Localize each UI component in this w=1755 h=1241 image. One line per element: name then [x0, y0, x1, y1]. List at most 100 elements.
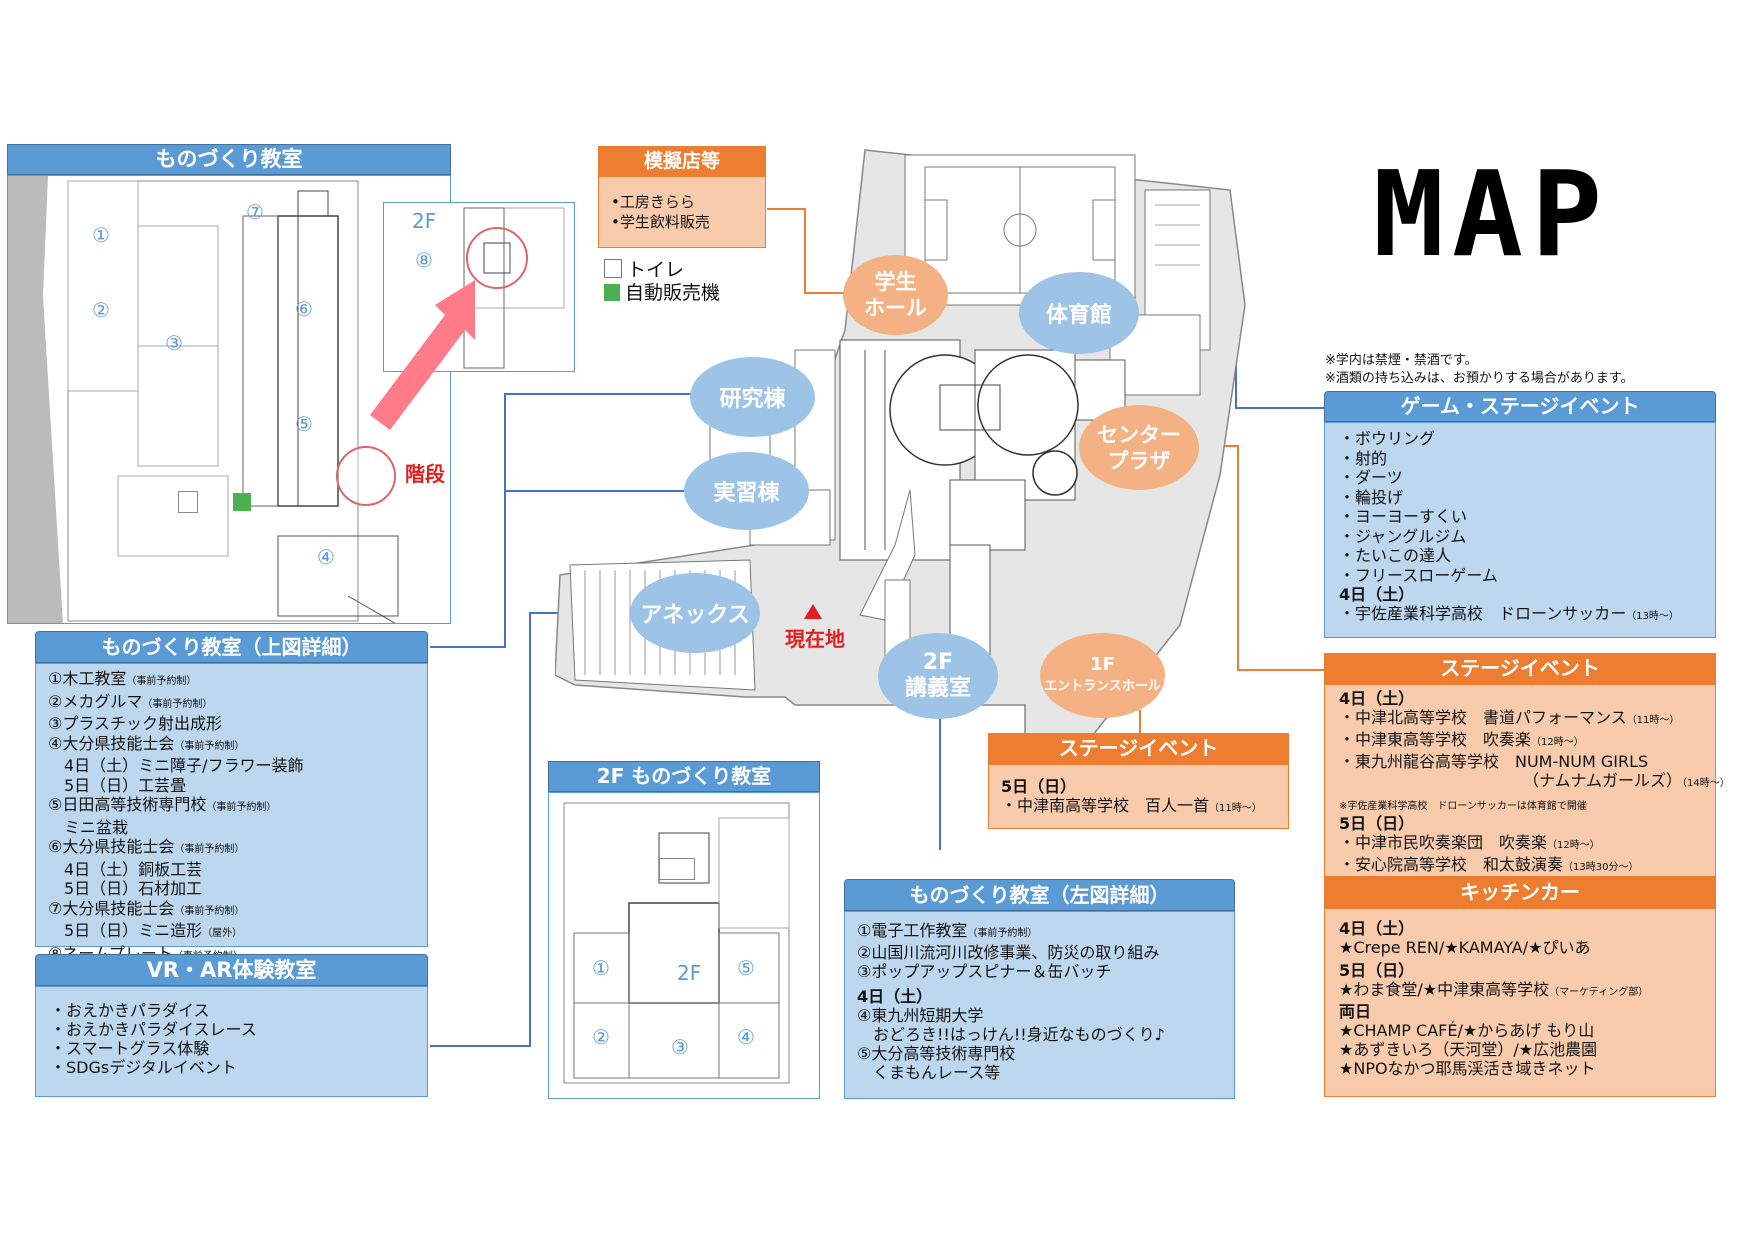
list-item: 4日（土）銅板工芸: [48, 859, 203, 879]
list-item: おどろき!!はっけん!!身近なものづくり♪: [857, 1025, 1165, 1044]
list-item: 5日（日）石材加工: [48, 879, 203, 898]
floor2-header: 2F ものづくり教室: [548, 761, 820, 792]
list-item: ④大分県技能士会（事前予約制）: [48, 733, 245, 753]
floor2-plan: 2F ① ② ③ ④ ⑤: [548, 792, 820, 1099]
list-item: 5日（日）工芸畳: [48, 775, 187, 795]
list-item: ・東九州龍谷高等学校 NUM-NUM GIRLS: [1339, 752, 1649, 771]
vr-item: ・SDGsデジタルイベント: [50, 1058, 237, 1077]
list-item: ・ヨーヨーすくい: [1339, 507, 1468, 526]
list-item: 4日（土）ミニ障子/フラワー装飾: [48, 756, 304, 775]
vr-item: ・おえかきパラダイスレース: [50, 1020, 257, 1039]
list-item: ・たいこの達人: [1339, 546, 1452, 565]
legend-vending: 自動販売機: [604, 282, 720, 305]
room-number: ⑤: [737, 956, 755, 980]
kitchen-line: ★あずきいろ（天河堂）/★広池農園: [1339, 1040, 1598, 1059]
game-extra: ・宇佐産業科学高校 ドローンサッカー（13時～）: [1339, 604, 1679, 623]
left-detail-header: ものづくり教室（左図詳細）: [844, 879, 1235, 911]
list-item: ・中津東高等学校 吹奏楽（12時～）: [1339, 730, 1584, 749]
upper-detail-header: ものづくり教室（上図詳細）: [35, 631, 428, 663]
kitchen-line: ★Crepe REN/★KAMAYA/★ぴいあ: [1339, 938, 1591, 957]
stairs-circle: [336, 446, 396, 506]
arrow-icon: [370, 280, 475, 430]
room-number: ④: [317, 545, 335, 569]
list-item: ・ジャングルジム: [1339, 526, 1467, 546]
current-location-marker: [804, 604, 822, 619]
bubble-gym[interactable]: 体育館: [1019, 272, 1139, 354]
list-item: ⑤日田高等技術専門校（事前予約制）: [48, 795, 277, 814]
left-map-plan: ① ② ③ ⑥ ⑤ ④ ⑦ 階段: [7, 175, 451, 624]
list-item: ・安心院高等学校 和太鼓演奏（13時30分～）: [1339, 855, 1639, 874]
left-map-drawing: [8, 176, 399, 623]
list-item: くまもんレース等: [857, 1063, 1001, 1082]
bubble-research[interactable]: 研究棟: [690, 357, 815, 437]
stage-day: 4日（土）: [1339, 689, 1415, 708]
list-item: ①電子工作教室（事前予約制）: [857, 921, 1038, 940]
room-number: ②: [592, 1025, 610, 1049]
kitchen-day: 4日（土）: [1339, 919, 1415, 938]
mock-shop-item: •工房きらら: [611, 193, 695, 211]
floor2-drawing: [563, 802, 790, 1084]
notice: ※学内は禁煙・禁酒です。 ※酒類の持ち込みは、お預かりする場合があります。: [1325, 352, 1634, 388]
mock-shop-item: •学生飲料販売: [611, 213, 710, 231]
stage-right-header: ステージイベント: [1324, 653, 1716, 684]
room-number: ⑧: [415, 248, 433, 272]
map-title: MAP: [1373, 145, 1611, 283]
legend: トイレ 自動販売機: [604, 259, 720, 305]
list-item: ミニ盆栽: [48, 817, 129, 837]
bubble-practice[interactable]: 実習棟: [684, 452, 809, 530]
vending-machine-icon: [604, 284, 620, 301]
stage-right-box: 4日（土） ・中津北高等学校 書道パフォーマンス（11時～） ・中津東高等学校 吹…: [1324, 684, 1730, 877]
bubble-student-hall[interactable]: 学生ホール: [843, 255, 948, 335]
bubble-center-plaza[interactable]: センタープラザ: [1079, 405, 1199, 490]
list-item: ・中津北高等学校 書道パフォーマンス（11時～）: [1339, 708, 1680, 727]
floor-label: 2F: [677, 961, 702, 985]
current-location-label: 現在地: [785, 627, 845, 651]
stage-center-header: ステージイベント: [988, 733, 1289, 764]
stage-center-item: ・中津南高等学校 百人一首（11時～）: [1001, 796, 1262, 815]
stage-note: ※宇佐産業科学高校 ドローンサッカーは体育館で開催: [1339, 801, 1587, 812]
toilet-icon: [178, 491, 198, 513]
room-number: ③: [671, 1035, 689, 1059]
list-item: ・フリースローゲーム: [1339, 565, 1498, 585]
vr-header: VR・AR体験教室: [35, 954, 428, 986]
list-item: ②山国川流河川改修事業、防災の取り組み: [857, 943, 1160, 962]
list-item: ①木工教室（事前予約制）: [48, 669, 197, 688]
list-item: （ナムナムガールズ）（14時～）: [1339, 771, 1730, 790]
kitchen-day: 5日（日）: [1339, 961, 1415, 980]
room-number: ①: [592, 956, 610, 980]
room-number: ②: [92, 298, 110, 322]
toilet-icon: [604, 259, 622, 278]
kitchen-line: ★わま食堂/★中津東高等学校（マーケティング部）: [1339, 980, 1649, 999]
notice-smoking: ※学内は禁煙・禁酒です。: [1325, 353, 1478, 368]
stage-day: 5日（日）: [1339, 814, 1415, 833]
floor-label: 2F: [412, 209, 437, 233]
room-number: ③: [165, 331, 183, 355]
kitchen-line: ★CHAMP CAFÉ/★からあげ もり山: [1339, 1021, 1595, 1040]
game-header: ゲーム・ステージイベント: [1324, 391, 1716, 422]
list-item: ③プラスチック射出成形: [48, 714, 223, 733]
notice-alcohol: ※酒類の持ち込みは、お預かりする場合があります。: [1325, 371, 1634, 386]
mock-shop-header: 模擬店等: [598, 146, 766, 176]
mock-shop-box: •工房きらら •学生飲料販売: [598, 176, 766, 248]
list-item: ⑤大分高等技術専門校: [857, 1044, 1016, 1063]
vr-box: ・おえかきパラダイス ・おえかきパラダイスレース ・スマートグラス体験 ・SDG…: [35, 986, 428, 1097]
kitchen-both: 両日: [1339, 1002, 1372, 1021]
list-item: ・射的: [1339, 448, 1388, 468]
legend-toilet: トイレ: [604, 259, 720, 282]
list-item: ・輪投げ: [1339, 487, 1404, 507]
vending-machine-icon: [233, 493, 251, 511]
game-day: 4日（土）: [1339, 585, 1415, 604]
bubble-annex[interactable]: アネックス: [630, 573, 760, 653]
list-item: 4日（土）: [857, 987, 933, 1006]
vr-item: ・スマートグラス体験: [50, 1039, 210, 1058]
vr-item: ・おえかきパラダイス: [50, 1001, 210, 1020]
room-number: ①: [92, 223, 110, 247]
kitchen-header: キッチンカー: [1324, 877, 1716, 908]
stage-center-box: 5日（日） ・中津南高等学校 百人一首（11時～）: [988, 764, 1289, 829]
left-map-header: ものづくり教室: [7, 144, 451, 175]
toilet-icon: [659, 858, 695, 880]
